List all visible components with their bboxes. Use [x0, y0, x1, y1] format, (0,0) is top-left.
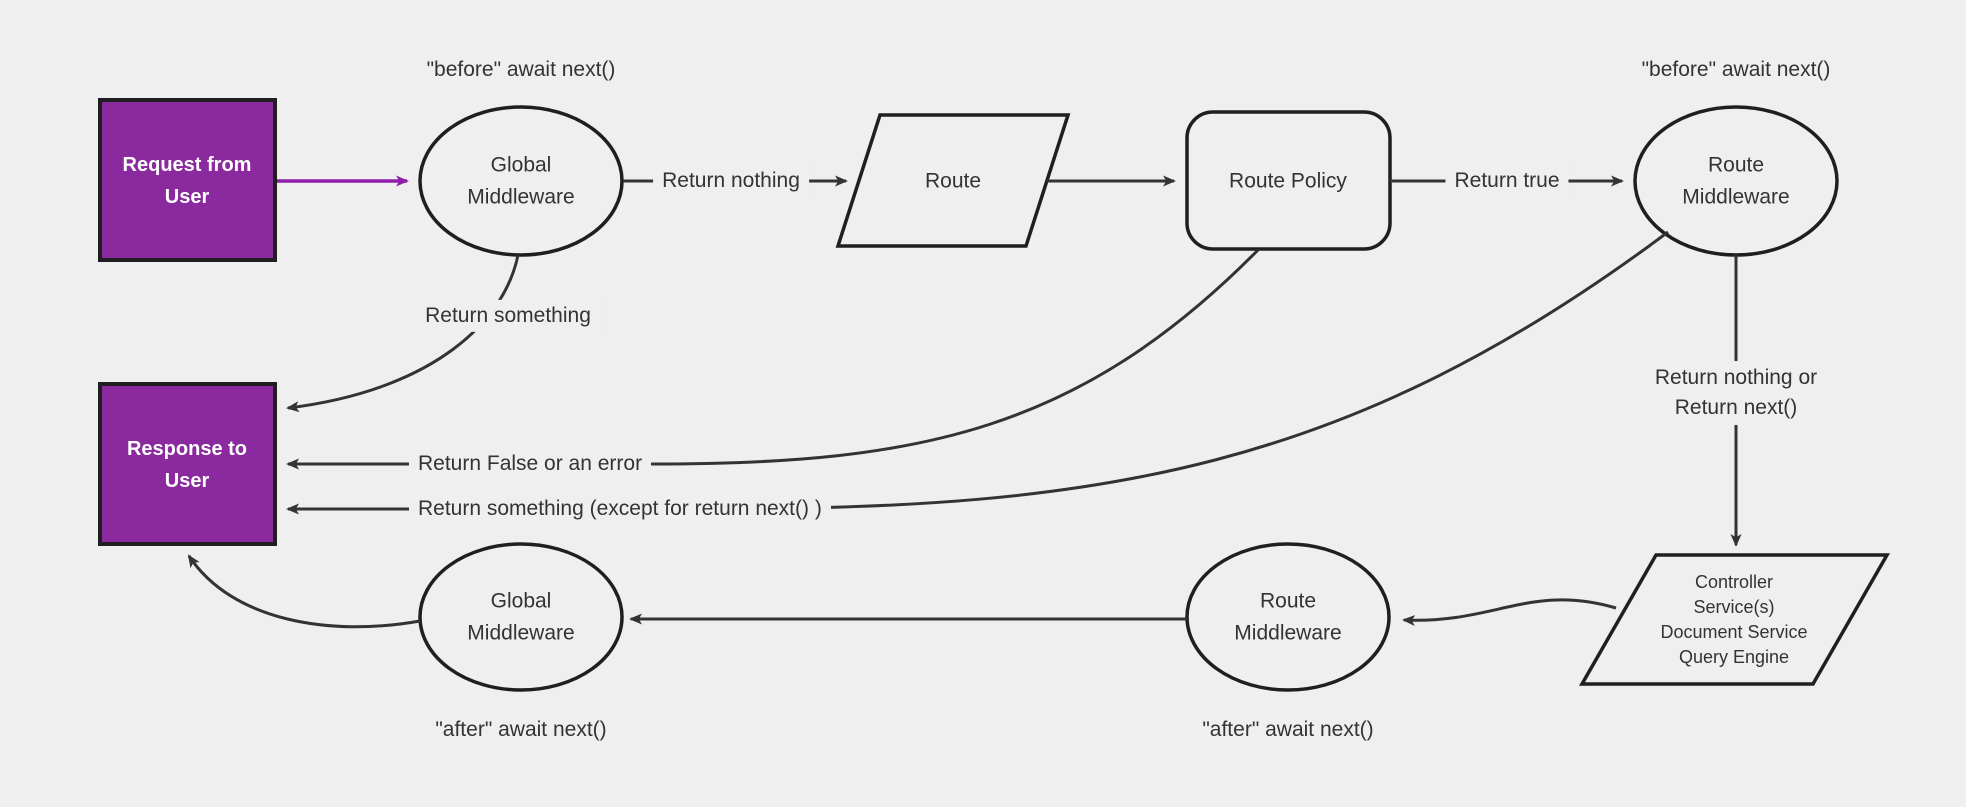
- before-await-next-left-label: "before" await next(): [426, 57, 616, 81]
- edge-route-policy-to-response: [286, 248, 1260, 470]
- node-route-middleware-bottom: [1185, 542, 1391, 692]
- edge-label-return-something-except: Return something (except for return next…: [409, 492, 831, 526]
- node-controller-services: [1578, 553, 1891, 686]
- edge-label-line: or: [1798, 366, 1818, 389]
- edge-label-line: Return nothing: [1654, 366, 1793, 389]
- node-route: [835, 113, 1071, 248]
- node-global-middleware-bottom: [418, 542, 624, 692]
- global-middleware-top-label: Global Middleware: [467, 153, 575, 209]
- before-await-next-right-label: "before" await next(): [1641, 57, 1831, 81]
- edge-global-middleware-bottom-to-response: [187, 554, 421, 629]
- after-await-next-left-label: "after" await next(): [435, 717, 607, 741]
- node-request-from-user: [98, 98, 277, 262]
- edge-route-middleware-to-response: [286, 230, 1669, 515]
- controller-line: Document Service: [1660, 622, 1808, 642]
- controller-services-label: Controller Service(s) Document Service Q…: [1660, 570, 1807, 670]
- route-policy-label: Route Policy: [1229, 169, 1347, 193]
- controller-line: Service(s): [1693, 597, 1775, 617]
- node-global-middleware-top: [418, 105, 624, 257]
- edge-global-middleware-to-response: [286, 254, 520, 413]
- response-node-label: Response to User: [126, 438, 248, 492]
- route-middleware-top-label: Route Middleware: [1682, 153, 1790, 209]
- controller-line: Query Engine: [1678, 647, 1790, 667]
- edge-label-return-nothing: Return nothing: [653, 164, 809, 198]
- edge-label-return-false-or-error: Return False or an error: [409, 447, 652, 481]
- edge-controller-to-route-middleware-bottom: [1402, 598, 1617, 626]
- edge-label-return-nothing-or-next: Return nothing or Return next(): [1621, 361, 1851, 425]
- request-node-label: Request from User: [122, 154, 252, 208]
- route-node-label: Route: [924, 169, 982, 193]
- global-middleware-bottom-label: Global Middleware: [467, 589, 575, 645]
- controller-line: Controller: [1694, 572, 1774, 592]
- node-response-to-user: [98, 382, 277, 546]
- edge-label-return-something: Return something: [416, 299, 600, 333]
- after-await-next-right-label: "after" await next(): [1202, 717, 1374, 741]
- route-middleware-bottom-label: Route Middleware: [1234, 589, 1342, 645]
- edge-label-return-true: Return true: [1445, 164, 1569, 198]
- edge-label-line: Return next(): [1674, 396, 1798, 419]
